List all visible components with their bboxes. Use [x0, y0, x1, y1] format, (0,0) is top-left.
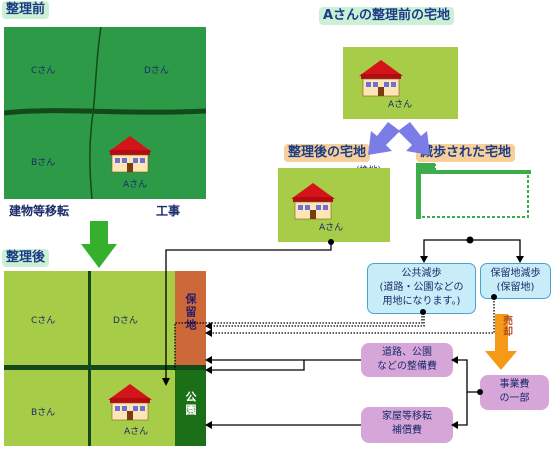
reduced-land-shape — [416, 163, 531, 219]
reserve-reduction: 保留地減歩 (保留地) — [480, 263, 551, 299]
compensation-line2: 補償費 — [392, 425, 422, 436]
green-down-arrow — [81, 221, 117, 268]
project-cost: 事業費 の一部 — [480, 375, 549, 410]
reserve-reduction-line2: (保留地) — [496, 282, 535, 293]
a-after-lot: Aさん — [278, 168, 390, 242]
park-label: 公園 — [184, 391, 197, 417]
after-road-horizontal — [4, 365, 206, 370]
a-before-title: Aさんの整理前の宅地 — [319, 7, 455, 25]
house-icon-a-after — [290, 182, 336, 220]
road-park-cost-line1: 道路、公園 — [382, 347, 432, 358]
after-lot-b: Bさん — [31, 408, 56, 418]
a-before-lot: Aさん — [343, 47, 458, 119]
road-park-cost-line2: などの整備費 — [377, 361, 437, 372]
house-icon-a-before — [358, 59, 404, 97]
before-lot-a: Aさん — [123, 180, 148, 190]
before-lot-b: Bさん — [31, 158, 56, 168]
construction-label: 工事 — [156, 204, 181, 218]
after-lot-d: Dさん — [113, 316, 138, 326]
after-lot-c: Cさん — [31, 316, 56, 326]
house-icon-before — [107, 135, 153, 173]
public-reduction-line3: 用地になります。) — [382, 296, 461, 307]
after-lot-a: Aさん — [124, 427, 149, 437]
public-reduction-line2: (道路・公園などの — [379, 282, 464, 293]
house-icon-after — [107, 383, 153, 421]
after-road-vertical — [88, 271, 91, 446]
reserve-reduction-line1: 保留地減歩 — [490, 268, 541, 279]
compensation-cost: 家屋等移転 補償費 — [361, 407, 453, 443]
compensation-line1: 家屋等移転 — [382, 411, 432, 422]
blue-arrow-left — [368, 122, 400, 155]
orange-sale-arrow — [485, 314, 517, 370]
blue-arrow-right — [398, 122, 430, 155]
a-before-house-label: Aさん — [388, 100, 413, 110]
project-cost-line2: の一部 — [499, 393, 530, 404]
reduced-title: 減歩された宅地 — [416, 144, 516, 162]
public-reduction-line1: 公共減歩 — [401, 268, 442, 279]
project-cost-line1: 事業費 — [499, 379, 530, 390]
park — [175, 369, 206, 446]
public-reduction: 公共減歩 (道路・公園などの 用地になります。) — [367, 263, 476, 314]
after-map: Cさん Dさん Bさん Aさん 保留地 公園 — [4, 271, 206, 446]
before-lot-d: Dさん — [144, 66, 169, 76]
before-map-roads — [3, 26, 207, 200]
a-after-house-label: Aさん — [319, 223, 344, 233]
sale-label: 売却 — [503, 316, 513, 338]
road-park-cost: 道路、公園 などの整備費 — [361, 343, 453, 377]
before-title: 整理前 — [2, 1, 50, 19]
a-after-title: 整理後の宅地 — [284, 144, 371, 162]
relocation-label: 建物等移転 — [9, 204, 70, 218]
reserved-land — [175, 271, 206, 369]
reserved-land-label: 保留地 — [184, 293, 197, 332]
after-title: 整理後 — [2, 249, 50, 267]
before-map: Cさん Dさん Bさん Aさん — [3, 26, 207, 200]
before-lot-c: Cさん — [31, 66, 56, 76]
